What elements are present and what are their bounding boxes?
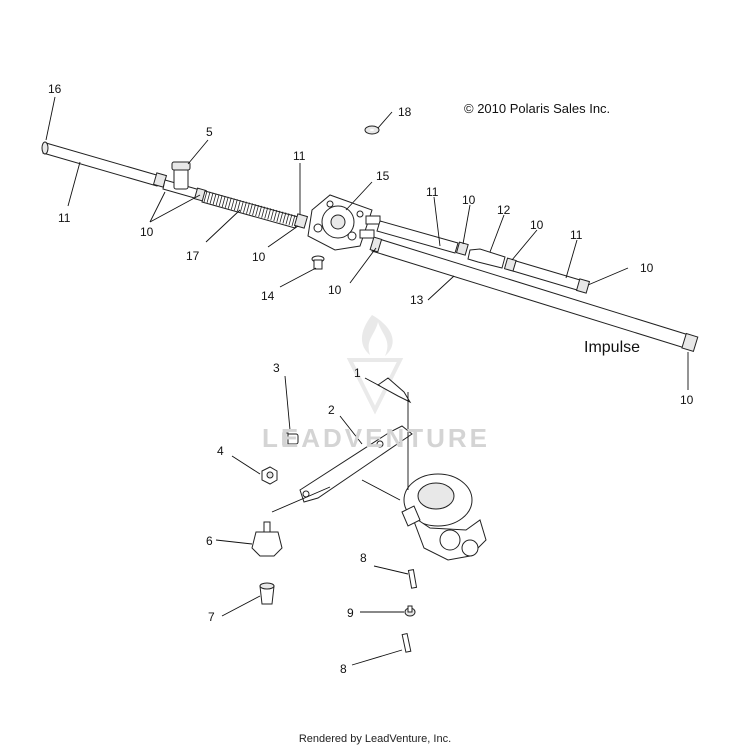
spring-coil bbox=[291, 214, 296, 227]
spring-coil bbox=[252, 204, 256, 216]
callout-12: 12 bbox=[497, 203, 511, 217]
callout-5: 5 bbox=[206, 125, 213, 139]
spring-coil bbox=[215, 194, 220, 206]
part-3-bolt bbox=[282, 432, 299, 446]
spring-coil bbox=[243, 201, 247, 213]
callout-8: 8 bbox=[340, 662, 347, 676]
part-11-hose-left bbox=[41, 141, 161, 187]
part-10-clamp-d bbox=[455, 241, 469, 256]
callout-1: 1 bbox=[354, 366, 361, 380]
spring-coil bbox=[282, 212, 287, 224]
spring-coil bbox=[273, 209, 278, 222]
spring-coil bbox=[285, 213, 290, 225]
copyright-notice: © 2010 Polaris Sales Inc. bbox=[464, 101, 611, 116]
part-10-clamp-f bbox=[575, 278, 591, 294]
watermark-text: LEADVENTURE bbox=[261, 423, 490, 453]
callout-labels: 16 5 11 10 17 10 11 15 14 10 11 10 12 10… bbox=[48, 82, 694, 676]
spring-coil bbox=[221, 195, 226, 208]
spring-coil bbox=[267, 208, 272, 220]
spring-coil bbox=[249, 203, 253, 215]
spring-coil bbox=[264, 207, 269, 219]
callout-18: 18 bbox=[398, 105, 412, 119]
callout-8: 8 bbox=[360, 551, 367, 565]
part-15-fuel-pump bbox=[307, 194, 381, 251]
callout-16: 16 bbox=[48, 82, 62, 96]
spring-coil bbox=[218, 195, 223, 207]
part-4-nut bbox=[261, 466, 278, 485]
spring-coil bbox=[270, 209, 275, 221]
spring-coil bbox=[288, 214, 293, 226]
carburetor-body bbox=[401, 473, 487, 561]
callout-10: 10 bbox=[328, 283, 342, 297]
callout-10: 10 bbox=[252, 250, 266, 264]
part-1-clip bbox=[377, 377, 412, 404]
callout-11: 11 bbox=[426, 185, 439, 199]
callout-14: 14 bbox=[261, 289, 275, 303]
leader-lines bbox=[45, 96, 689, 666]
spring-coil bbox=[246, 202, 250, 214]
callout-11: 11 bbox=[58, 211, 71, 225]
callout-2: 2 bbox=[328, 403, 335, 417]
spring-coil bbox=[240, 200, 244, 213]
spring-coil bbox=[279, 211, 284, 223]
part-5-tee-fitting bbox=[162, 161, 201, 200]
part-6-damper-mount bbox=[251, 521, 283, 557]
spring-coil bbox=[227, 197, 232, 209]
callout-6: 6 bbox=[206, 534, 213, 548]
part-9-fitting bbox=[404, 605, 416, 617]
spring-coil bbox=[276, 210, 281, 222]
part-17-spring-hose bbox=[201, 190, 299, 229]
spring-coil bbox=[230, 198, 235, 210]
part-10-clamp-c bbox=[293, 213, 309, 229]
callout-15: 15 bbox=[376, 169, 390, 183]
part-14-push-pin bbox=[311, 255, 325, 270]
callout-11: 11 bbox=[293, 149, 306, 163]
callout-10: 10 bbox=[530, 218, 544, 232]
footer-credit: Rendered by LeadVenture, Inc. bbox=[298, 733, 452, 745]
part-18-grommet bbox=[364, 125, 380, 135]
callout-10: 10 bbox=[640, 261, 654, 275]
spring-coil bbox=[261, 206, 266, 218]
callout-7: 7 bbox=[208, 610, 215, 624]
spring-coil bbox=[258, 205, 263, 218]
spring-coil bbox=[236, 199, 241, 212]
callout-10: 10 bbox=[680, 393, 694, 407]
callout-4: 4 bbox=[217, 444, 224, 458]
spring-coil bbox=[233, 199, 238, 211]
part-10-clamp-g bbox=[369, 236, 699, 353]
spring-coil bbox=[209, 192, 214, 204]
part-2-bracket bbox=[299, 425, 413, 503]
part-12-filter bbox=[467, 248, 506, 269]
callout-10: 10 bbox=[462, 193, 476, 207]
callout-3: 3 bbox=[273, 361, 280, 375]
callout-17: 17 bbox=[186, 249, 200, 263]
watermark-logo bbox=[346, 315, 404, 415]
part-8-pin-lower bbox=[401, 632, 412, 653]
part-7-bushing bbox=[259, 582, 275, 605]
spring-coil bbox=[206, 191, 211, 203]
callout-11: 11 bbox=[570, 228, 583, 242]
spring-coil bbox=[224, 196, 229, 208]
callout-10: 10 bbox=[140, 225, 154, 239]
callout-9: 9 bbox=[347, 606, 354, 620]
callout-13: 13 bbox=[410, 293, 424, 307]
spring-coil bbox=[203, 190, 208, 203]
spring-coil bbox=[255, 204, 259, 217]
part-11-hose-upper-right bbox=[376, 220, 459, 254]
part-8-pin-upper bbox=[407, 569, 418, 589]
spring-coil bbox=[212, 193, 217, 205]
model-label: Impulse bbox=[584, 339, 641, 356]
